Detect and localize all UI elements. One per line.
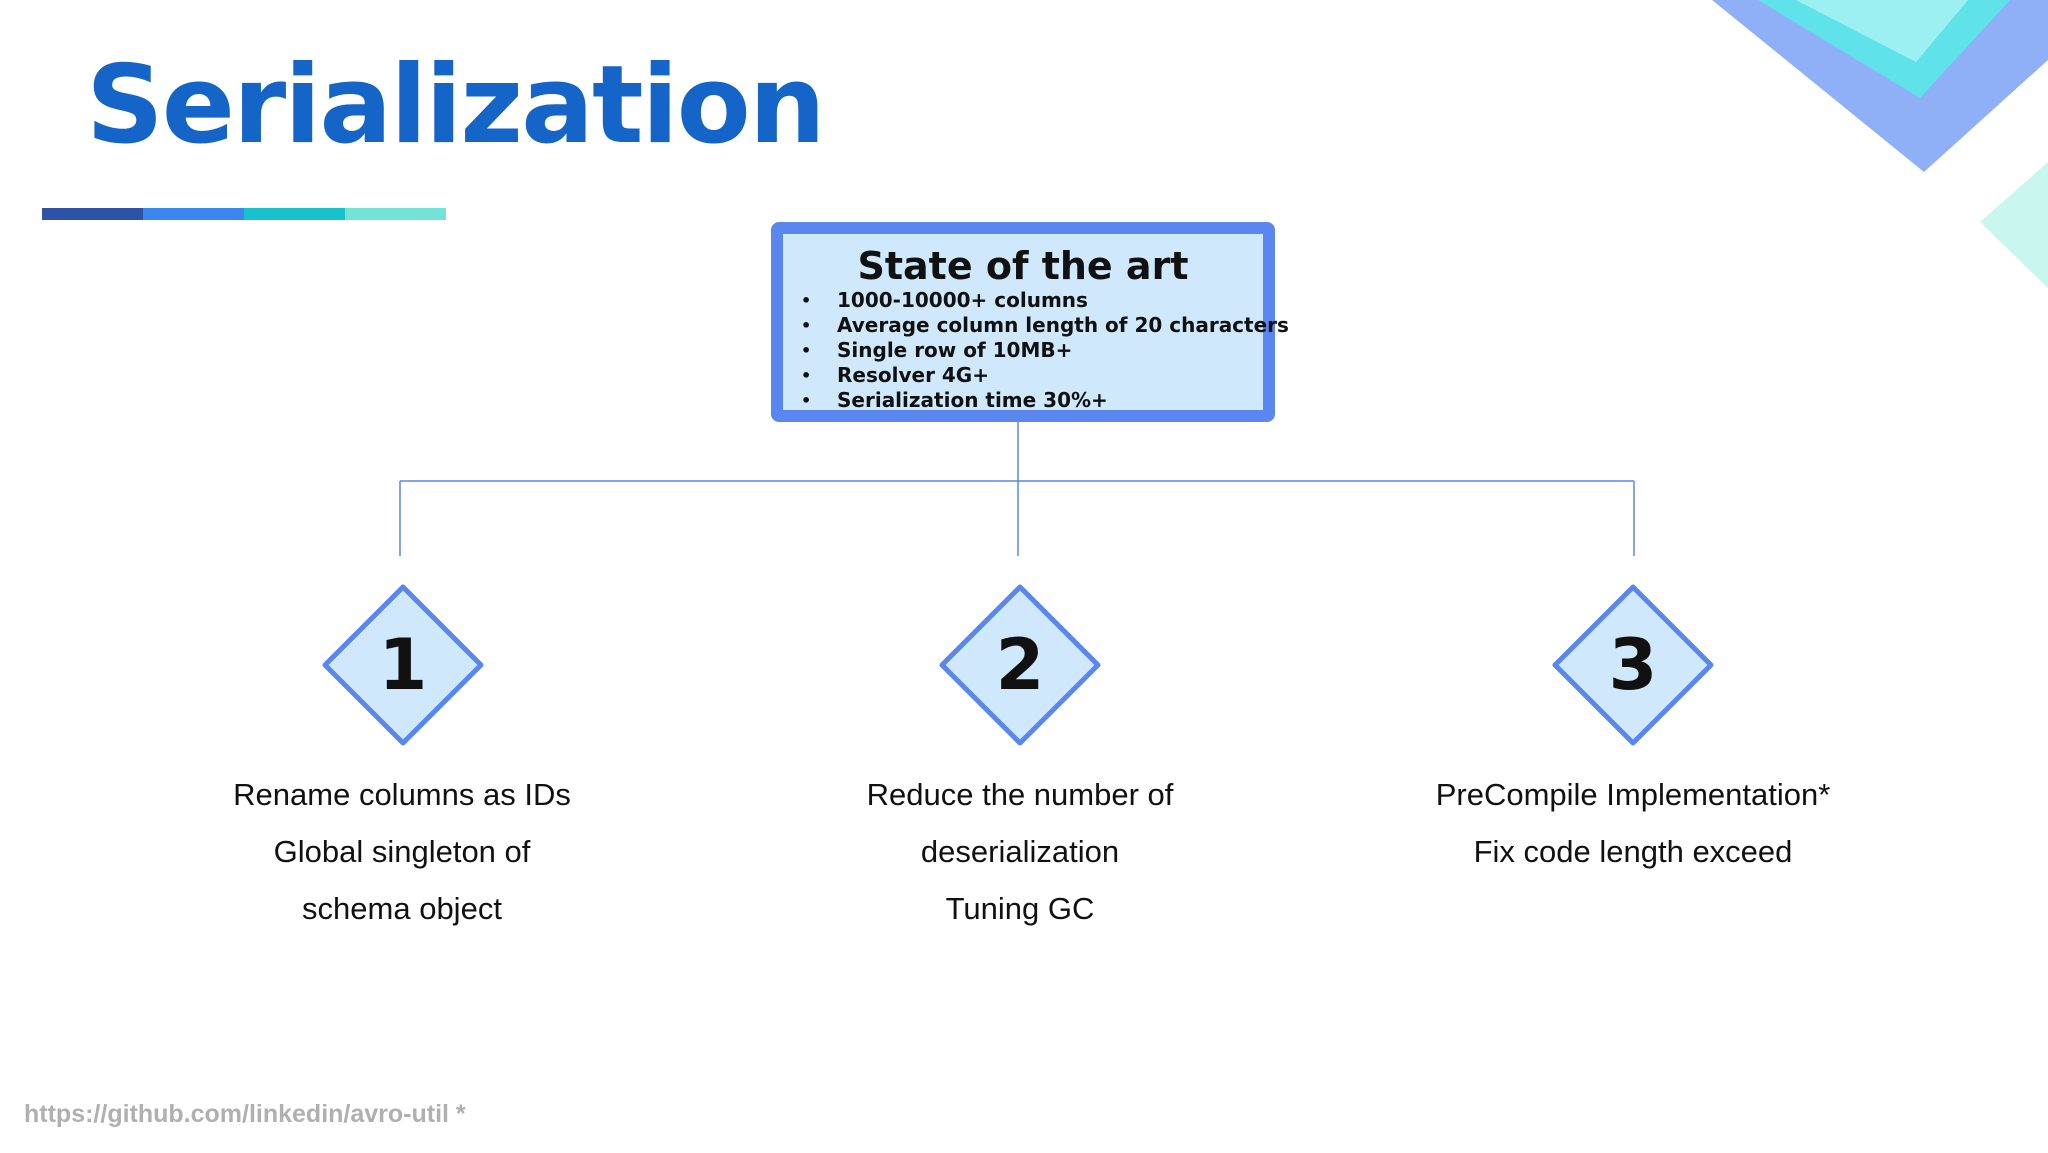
chevron-core-shape bbox=[1796, 0, 1968, 62]
diamond-shape bbox=[939, 584, 1101, 746]
step-number: 3 bbox=[1608, 624, 1658, 706]
diamond-shape bbox=[1552, 584, 1714, 746]
box-bullet: Single row of 10MB+ bbox=[801, 338, 1245, 363]
step-line: Tuning GC bbox=[945, 891, 1095, 926]
box-bullet: Average column length of 20 characters bbox=[801, 313, 1289, 338]
step-2-description: Reduce the number of deserialization Tun… bbox=[780, 766, 1260, 937]
box-bullet: Resolver 4G+ bbox=[801, 363, 1245, 388]
title-bar-segment-4 bbox=[345, 208, 446, 220]
title-bar-segment-2 bbox=[143, 208, 244, 220]
step-2-diamond: 2 bbox=[938, 583, 1102, 747]
box-bullet: 1000-10000+ columns bbox=[801, 288, 1245, 313]
step-line: Global singleton of bbox=[273, 834, 531, 869]
chevron-side-shape bbox=[1980, 162, 2048, 288]
diamond-shape bbox=[322, 584, 484, 746]
step-line: schema object bbox=[302, 891, 502, 926]
step-3-description: PreCompile Implementation* Fix code leng… bbox=[1393, 766, 1873, 880]
step-number: 1 bbox=[378, 624, 428, 706]
step-line: Reduce the number of bbox=[866, 777, 1174, 812]
footnote-link[interactable]: https://github.com/linkedin/avro-util * bbox=[24, 1100, 466, 1128]
page-title: Serialization bbox=[86, 43, 826, 168]
step-line: Fix code length exceed bbox=[1473, 834, 1793, 869]
box-bullet-list: 1000-10000+ columns Average column lengt… bbox=[801, 288, 1289, 413]
step-1-diamond: 1 bbox=[321, 583, 485, 747]
step-1-description: Rename columns as IDs Global singleton o… bbox=[162, 766, 642, 937]
title-bar-segment-1 bbox=[42, 208, 143, 220]
box-heading: State of the art bbox=[857, 244, 1189, 288]
title-bar-segment-3 bbox=[244, 208, 345, 220]
state-of-the-art-box: State of the art 1000-10000+ columns Ave… bbox=[771, 222, 1289, 422]
step-number: 2 bbox=[995, 624, 1045, 706]
step-3-diamond: 3 bbox=[1551, 583, 1715, 747]
box-bullet: Serialization time 30%+ bbox=[801, 388, 1245, 413]
step-line: Rename columns as IDs bbox=[233, 777, 571, 812]
step-line: PreCompile Implementation* bbox=[1435, 777, 1831, 812]
title-underline-bar bbox=[42, 208, 446, 220]
step-line: deserialization bbox=[920, 834, 1120, 869]
